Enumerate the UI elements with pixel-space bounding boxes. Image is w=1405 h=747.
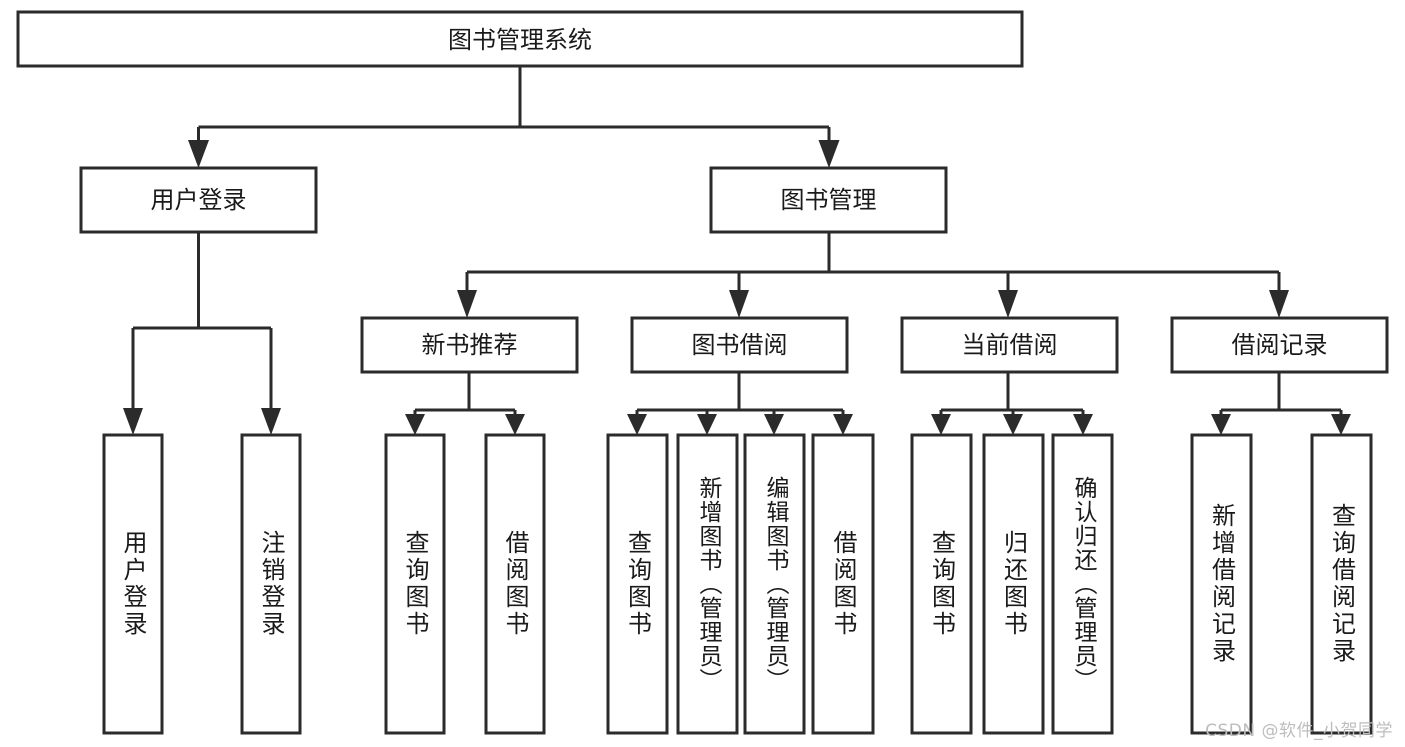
- leaf-box-add-borrow-record[interactable]: [1190, 433, 1253, 735]
- node-book-management-box[interactable]: [709, 166, 948, 234]
- node-root-box[interactable]: [16, 10, 1024, 68]
- leaf-box-user-login[interactable]: [102, 433, 164, 735]
- arrowhead-leaf-user-logout: [261, 408, 281, 435]
- node-root-label: 图书管理系统: [448, 26, 592, 54]
- arrowhead-layer: [123, 140, 1351, 435]
- arrowhead-user-login: [188, 140, 209, 168]
- leaf-box-borrow-book[interactable]: [811, 433, 875, 735]
- node-book-borrow-box[interactable]: [630, 316, 849, 374]
- arrowhead-book-borrow: [729, 290, 749, 318]
- arrowhead-leaf-query-book-current: [931, 414, 951, 435]
- leaf-box-return-book[interactable]: [982, 433, 1045, 735]
- node-book-borrow-label: 图书借阅: [692, 331, 788, 359]
- leaf-box-query-book-current[interactable]: [910, 433, 973, 735]
- node-book-management-label: 图书管理: [781, 186, 877, 214]
- arrowhead-new-book-recommend: [457, 290, 477, 318]
- leaf-box-query-book-borrow[interactable]: [606, 433, 669, 735]
- arrowhead-leaf-borrow-book: [833, 414, 853, 435]
- arrowhead-leaf-query-book-borrow: [627, 414, 647, 435]
- node-current-borrow[interactable]: 当前借阅: [900, 316, 1119, 374]
- node-user-login-box[interactable]: [79, 166, 318, 234]
- arrowhead-borrow-record: [1269, 290, 1289, 318]
- node-layer: 图书管理系统 用户登录 图书管理 新书推荐 图书借阅 当前借阅: [16, 10, 1389, 735]
- arrowhead-leaf-borrow-book-recommend: [505, 414, 525, 435]
- node-borrow-record-box[interactable]: [1170, 316, 1389, 374]
- leaf-box-query-book-recommend[interactable]: [384, 433, 446, 735]
- node-borrow-record-label: 借阅记录: [1232, 331, 1328, 359]
- arrowhead-leaf-edit-book-admin: [764, 414, 784, 435]
- node-new-book-recommend-box[interactable]: [360, 316, 579, 374]
- node-user-login[interactable]: 用户登录: [79, 166, 318, 234]
- node-new-book-recommend[interactable]: 新书推荐: [360, 316, 579, 374]
- node-user-login-label: 用户登录: [151, 186, 247, 214]
- arrowhead-leaf-add-borrow-record: [1211, 414, 1231, 435]
- leaf-box-add-book-admin[interactable]: [676, 433, 739, 735]
- leaf-box-user-logout[interactable]: [240, 433, 302, 735]
- leaf-box-confirm-return-admin[interactable]: [1051, 433, 1114, 735]
- node-root[interactable]: 图书管理系统: [16, 10, 1024, 68]
- arrowhead-leaf-user-login: [123, 408, 143, 435]
- arrowhead-leaf-query-book-recommend: [405, 414, 425, 435]
- arrowhead-current-borrow: [998, 290, 1018, 318]
- node-current-borrow-label: 当前借阅: [962, 331, 1058, 359]
- node-book-management[interactable]: 图书管理: [709, 166, 948, 234]
- arrowhead-book-management: [818, 140, 840, 168]
- csdn-watermark: CSDN @软件_小贺同学: [1205, 721, 1393, 741]
- node-borrow-record[interactable]: 借阅记录: [1170, 316, 1389, 374]
- arrowhead-leaf-query-borrow-record: [1331, 414, 1351, 435]
- leaf-box-query-borrow-record[interactable]: [1310, 433, 1373, 735]
- node-book-borrow[interactable]: 图书借阅: [630, 316, 849, 374]
- arrowhead-leaf-confirm-return-admin: [1073, 414, 1093, 435]
- arrowhead-leaf-add-book-admin: [697, 414, 717, 435]
- leaf-box-edit-book-admin[interactable]: [743, 433, 806, 735]
- leaf-box-borrow-book-recommend[interactable]: [484, 433, 546, 735]
- node-current-borrow-box[interactable]: [900, 316, 1119, 374]
- node-new-book-recommend-label: 新书推荐: [422, 331, 518, 359]
- arrowhead-leaf-return-book: [1003, 414, 1023, 435]
